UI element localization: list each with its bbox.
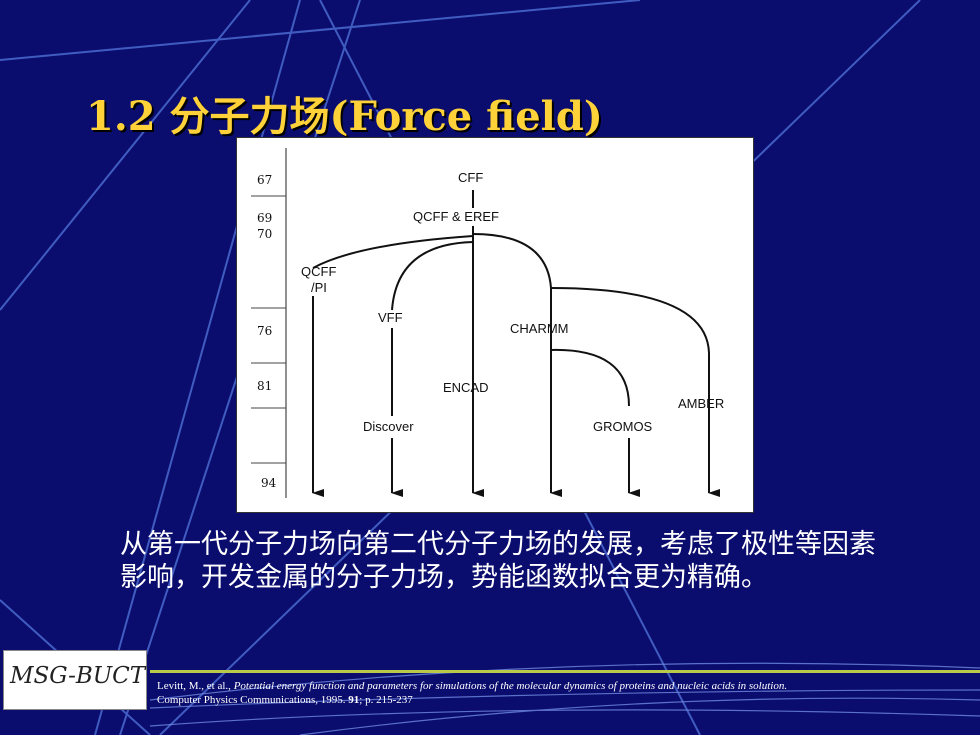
footer-divider: [150, 670, 980, 673]
node-vff: VFF: [378, 310, 403, 325]
year-label: 67: [257, 173, 272, 187]
force-field-genealogy-diagram: 67 69 70 76 81 94 CFF QCFF & EREF QCFF /…: [236, 137, 754, 513]
node-amber: AMBER: [678, 396, 724, 411]
node-qcff: QCFF: [301, 264, 336, 279]
node-gromos: GROMOS: [593, 419, 653, 434]
citation-authors: Levitt, M., et al.,: [157, 680, 231, 692]
year-label: 76: [257, 324, 272, 338]
msg-buct-logo: MSG-BUCT: [3, 650, 147, 710]
branch-gromos: [550, 348, 630, 407]
citation-volume: 91: [348, 694, 360, 706]
node-discover: Discover: [363, 419, 414, 434]
citation: Levitt, M., et al., Potential energy fun…: [157, 679, 977, 707]
slide-body-text: 从第一代分子力场向第二代分子力场的发展，考虑了极性等因素影响，开发金属的分子力场…: [120, 529, 876, 593]
year-label: 81: [257, 379, 272, 393]
node-encad: ENCAD: [443, 380, 489, 395]
node-qcff-eref: QCFF & EREF: [413, 209, 499, 224]
node-pi: /PI: [311, 280, 327, 295]
year-label: 94: [261, 476, 277, 490]
year-label: 69: [257, 211, 272, 225]
branch-charmm: [472, 233, 562, 497]
citation-journal: Computer Physics Communications,: [157, 694, 319, 706]
logo-text: MSG-BUCT: [10, 663, 146, 689]
slide-title: 1.2 分子力场(Force field): [86, 93, 603, 140]
citation-pages: ; p. 215-237: [359, 694, 413, 706]
citation-title: Potential energy function and parameters…: [233, 680, 788, 692]
branch-amber: [550, 287, 720, 497]
year-label: 70: [257, 227, 272, 241]
node-cff: CFF: [458, 170, 483, 185]
branch-vff: [391, 241, 474, 311]
branch-qcff: [312, 235, 474, 269]
node-charmm: CHARMM: [510, 321, 569, 336]
citation-year: 1995.: [320, 694, 346, 706]
